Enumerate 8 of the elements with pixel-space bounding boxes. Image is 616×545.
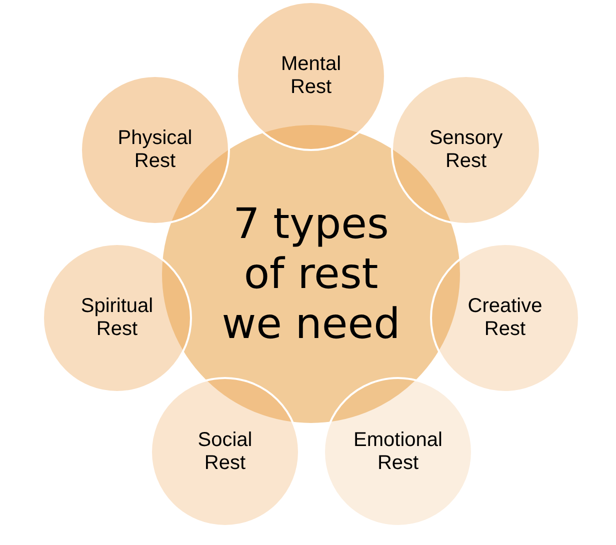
center-label: 7 types of rest we need: [220, 199, 402, 349]
circle-label: Social Rest: [198, 429, 252, 475]
circle-label: Creative Rest: [468, 295, 542, 341]
circle-label: Mental Rest: [280, 53, 342, 99]
circle-label: Sensory Rest: [429, 127, 503, 173]
circle-label: Physical Rest: [118, 127, 192, 173]
circle-label: Emotional Rest: [354, 429, 442, 475]
circle-label: Spiritual Rest: [80, 295, 154, 341]
